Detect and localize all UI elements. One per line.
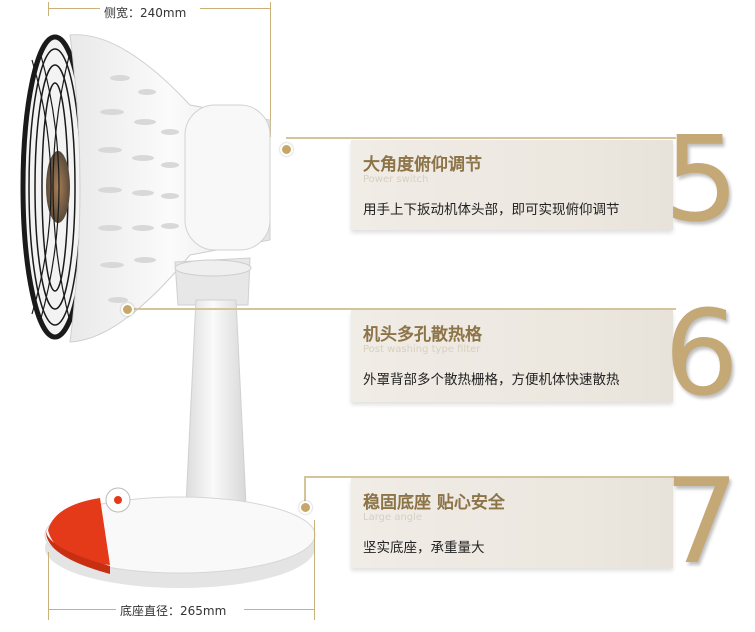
feature-number-6: 6 <box>664 284 740 422</box>
side-width-tick-left <box>48 2 49 16</box>
side-width-label: 侧宽：240mm <box>104 6 187 20</box>
callout-dot-7 <box>299 501 312 514</box>
base-width-tick-left <box>48 552 49 620</box>
leader-line-6 <box>130 308 676 310</box>
feature-number-7: 7 <box>664 452 740 590</box>
feature-card-6: 机头多孔散热格 Post washing type filter 外罩背部多个散… <box>351 310 673 402</box>
feature-description: 用手上下扳动机体头部，即可实现俯仰调节 <box>363 202 620 218</box>
callout-dot-6 <box>121 303 134 316</box>
side-width-line-left <box>48 8 100 9</box>
feature-subtitle: Post washing type filter <box>363 344 481 355</box>
feature-title: 稳固底座 贴心安全 <box>363 493 505 513</box>
base-width-tick-right <box>314 520 315 620</box>
base-width-line-left <box>48 609 116 610</box>
vent-slots <box>98 75 179 303</box>
side-width-tick-right <box>270 2 271 137</box>
leader-line-7 <box>304 476 676 478</box>
feature-subtitle: Power switch <box>363 174 429 185</box>
feature-number-5: 5 <box>664 110 740 248</box>
base-width-line-right <box>244 609 314 610</box>
callout-dot-5 <box>280 143 293 156</box>
motor-housing <box>184 104 271 251</box>
leader-line-5 <box>286 137 676 139</box>
leader-line-7-vertical <box>304 476 306 506</box>
feature-card-7: 稳固底座 贴心安全 Large angle 坚实底座，承重量大 <box>351 478 673 568</box>
feature-description: 坚实底座，承重量大 <box>363 540 485 556</box>
feature-subtitle: Large angle <box>363 512 423 523</box>
side-width-line-right <box>200 8 270 9</box>
feature-card-5: 大角度俯仰调节 Power switch 用手上下扳动机体头部，即可实现俯仰调节 <box>351 140 673 230</box>
stand-base <box>44 487 316 588</box>
feature-description: 外罩背部多个散热栅格，方便机体快速散热 <box>363 372 620 388</box>
base-diameter-label: 底座直径：265mm <box>120 604 227 618</box>
feature-title: 大角度俯仰调节 <box>363 155 482 175</box>
stand-pole <box>185 299 247 506</box>
feature-title: 机头多孔散热格 <box>363 325 482 345</box>
